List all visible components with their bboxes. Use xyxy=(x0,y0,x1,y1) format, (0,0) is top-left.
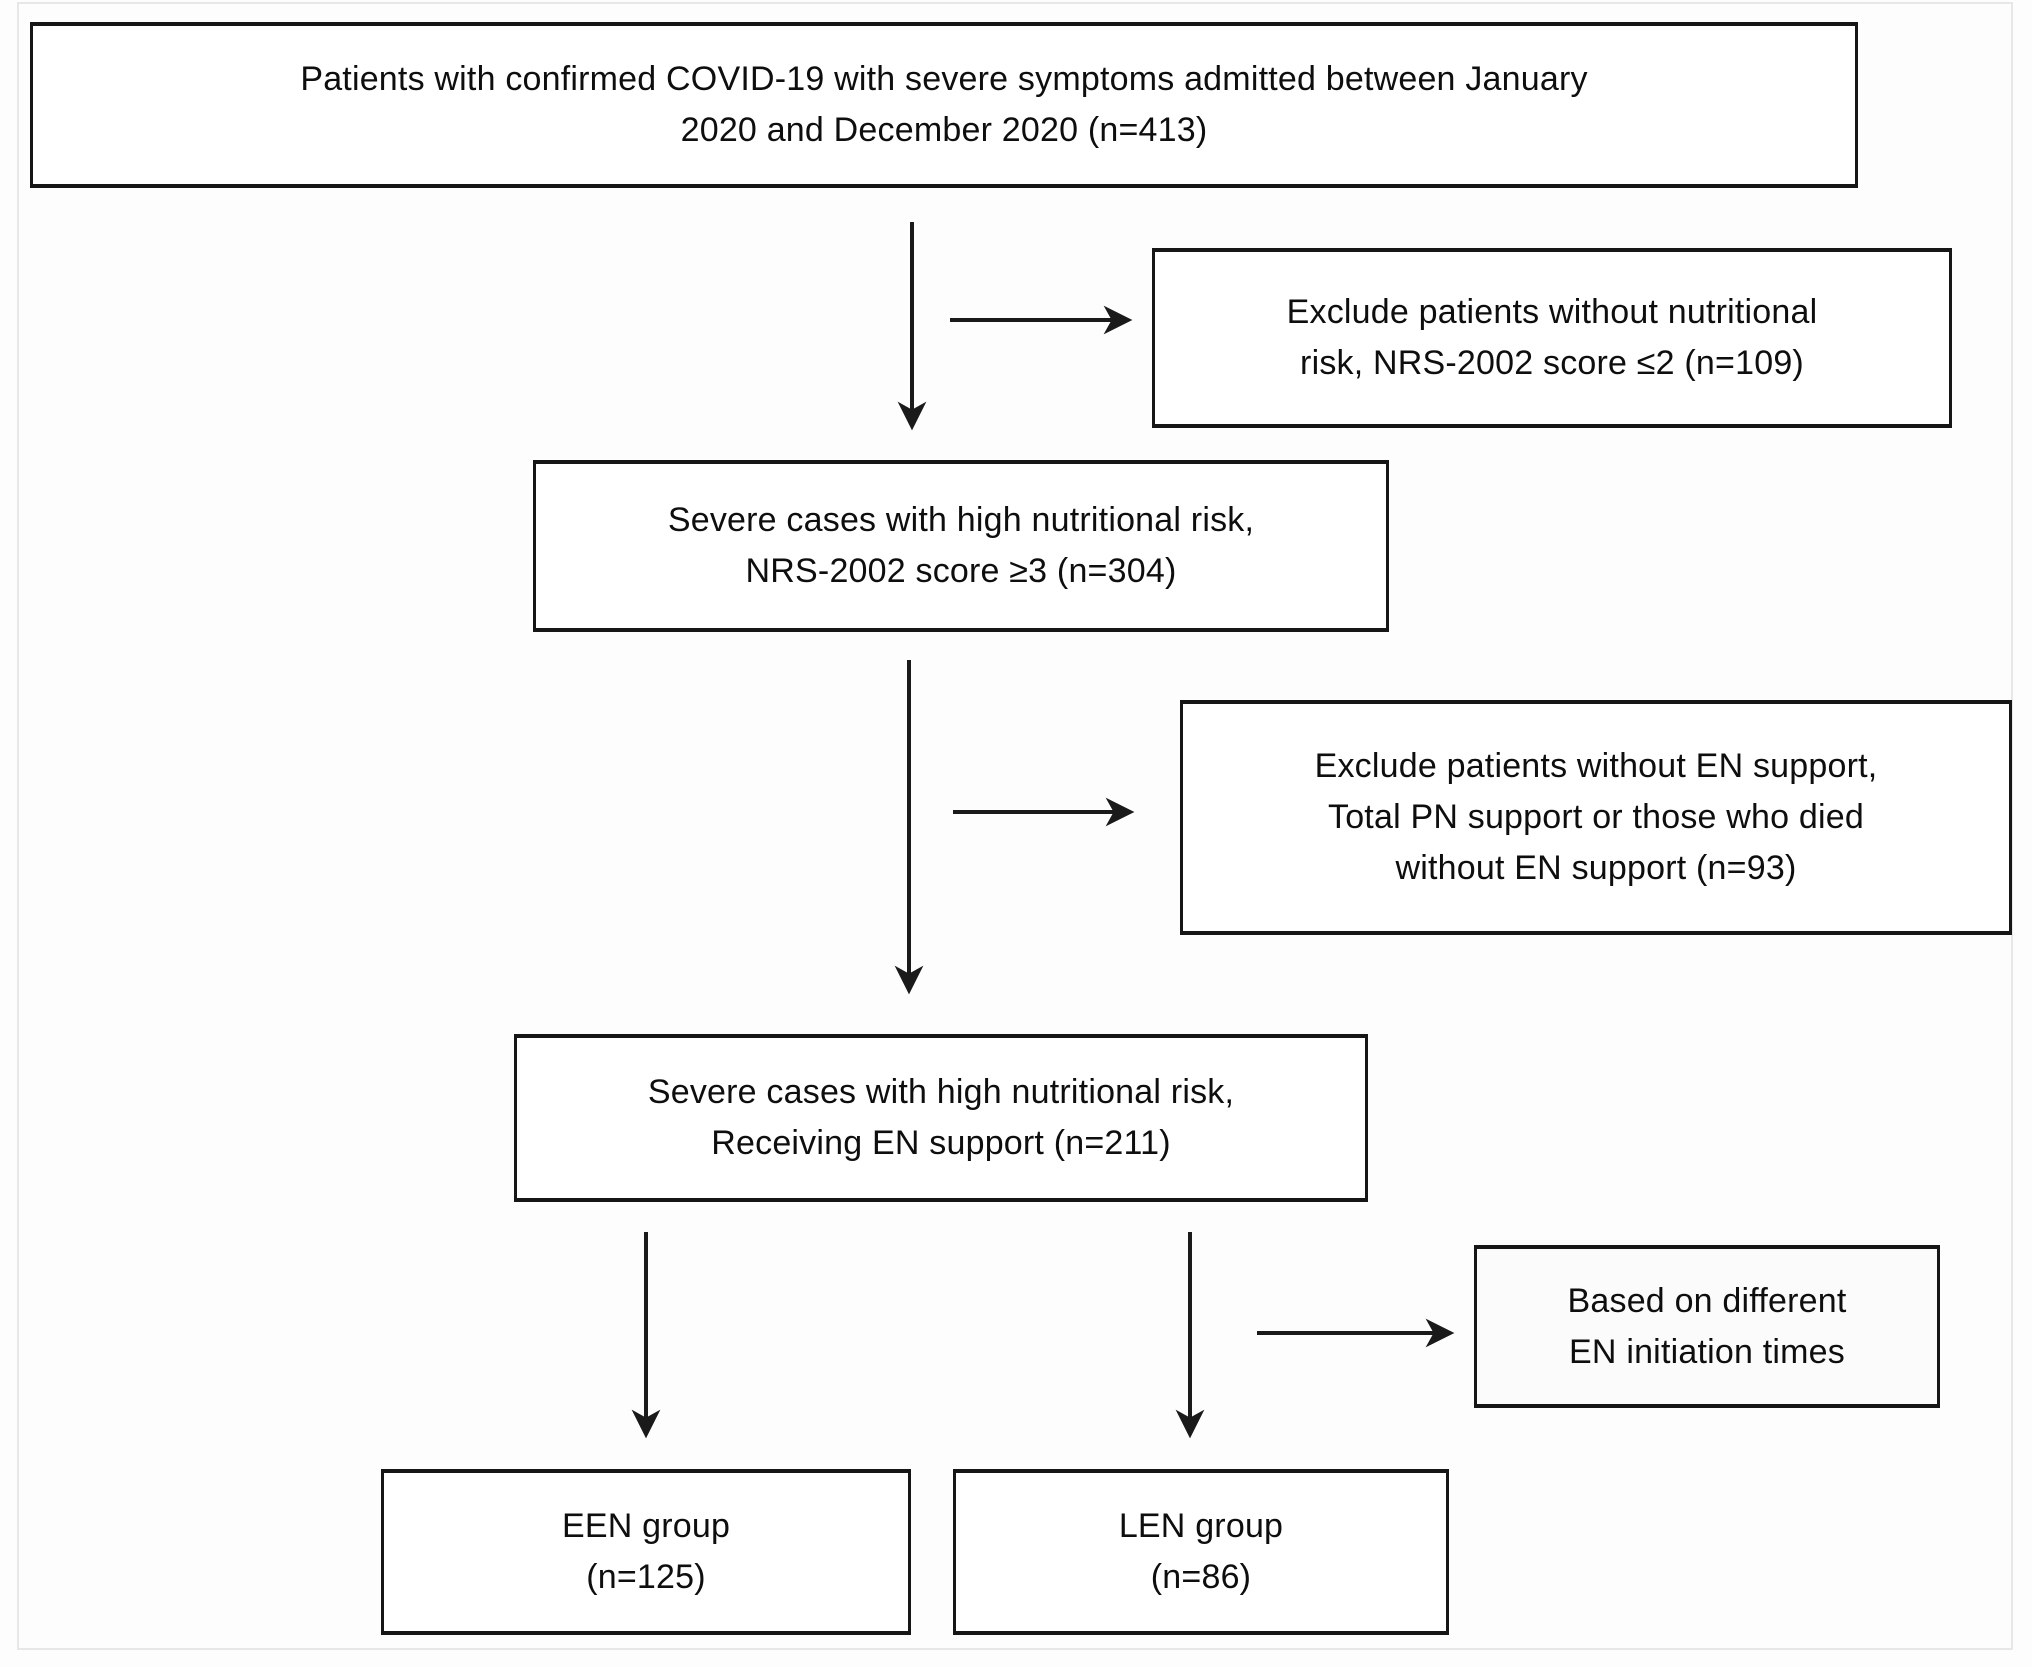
box-exclude-nutritional-line1: Exclude patients without nutritional xyxy=(1286,293,1818,331)
box-receiving-en-line2: Receiving EN support (n=211) xyxy=(711,1124,1171,1162)
box-len-group: LEN group (n=86) xyxy=(953,1469,1449,1635)
box-exclude-en-line3: without EN support (n=93) xyxy=(1395,849,1797,887)
box-len-line2: (n=86) xyxy=(1150,1558,1252,1596)
box-note-line2: EN initiation times xyxy=(1569,1332,1845,1371)
box-exclude-nutritional-risk: Exclude patients without nutritional ris… xyxy=(1152,248,1952,428)
box-enrollment: Patients with confirmed COVID-19 with se… xyxy=(30,22,1858,188)
box-en-initiation-note: Based on different EN initiation times xyxy=(1474,1245,1940,1408)
box-exclude-en-line2: Total PN support or those who died xyxy=(1328,798,1864,836)
box-high-risk-line1: Severe cases with high nutritional risk, xyxy=(667,501,1255,539)
box-een-group: EEN group (n=125) xyxy=(381,1469,911,1635)
box-receiving-en-line1: Severe cases with high nutritional risk, xyxy=(647,1073,1235,1111)
box-een-line1: EEN group xyxy=(561,1507,731,1545)
box-exclude-nutritional-line2: risk, NRS-2002 score ≤2 (n=109) xyxy=(1300,344,1804,382)
box-exclude-en-line1: Exclude patients without EN support, xyxy=(1314,747,1878,785)
box-len-line1: LEN group xyxy=(1118,1507,1284,1545)
box-receiving-en-support: Severe cases with high nutritional risk,… xyxy=(514,1034,1368,1202)
box-enrollment-line2: 2020 and December 2020 (n=413) xyxy=(680,111,1208,149)
box-exclude-en-support: Exclude patients without EN support, Tot… xyxy=(1180,700,2012,935)
box-enrollment-line1: Patients with confirmed COVID-19 with se… xyxy=(300,60,1588,98)
box-high-nutritional-risk: Severe cases with high nutritional risk,… xyxy=(533,460,1389,632)
box-high-risk-line2: NRS-2002 score ≥3 (n=304) xyxy=(745,552,1177,590)
box-een-line2: (n=125) xyxy=(586,1558,706,1596)
box-note-line1: Based on different xyxy=(1567,1281,1847,1320)
